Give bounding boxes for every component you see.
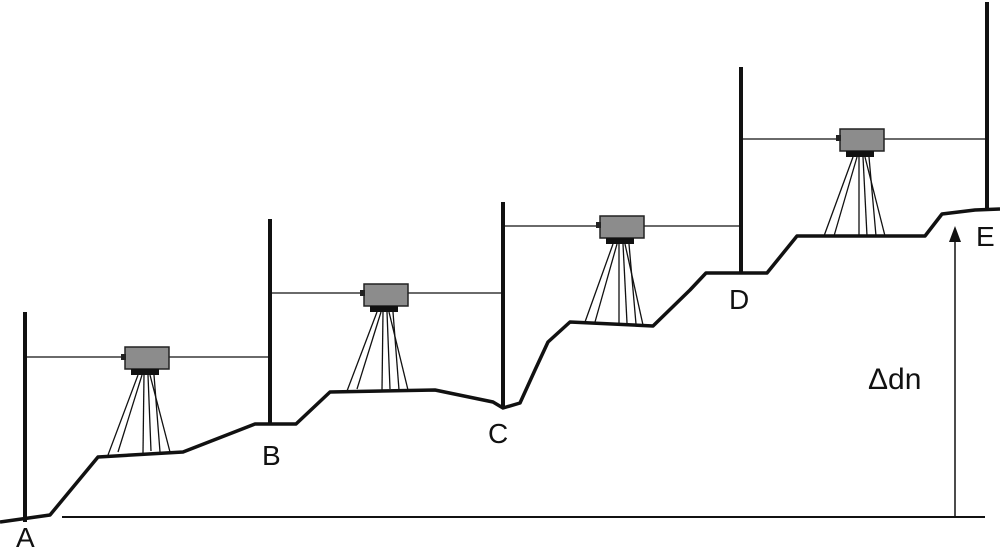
point-label-d: D xyxy=(729,284,749,315)
surveying-level-icon xyxy=(584,215,645,326)
surveying-level-icon xyxy=(823,128,886,237)
point-label-a: A xyxy=(16,522,35,550)
arrow-up-icon xyxy=(949,226,961,517)
surveying-level-icon xyxy=(346,283,409,392)
height-difference-label: Δdn xyxy=(868,363,921,396)
point-label-b: B xyxy=(262,440,281,471)
point-label-c: C xyxy=(488,418,508,449)
surveying-level-icon xyxy=(107,346,171,456)
terrain-profile xyxy=(0,207,1000,524)
point-label-e: E xyxy=(976,221,995,252)
